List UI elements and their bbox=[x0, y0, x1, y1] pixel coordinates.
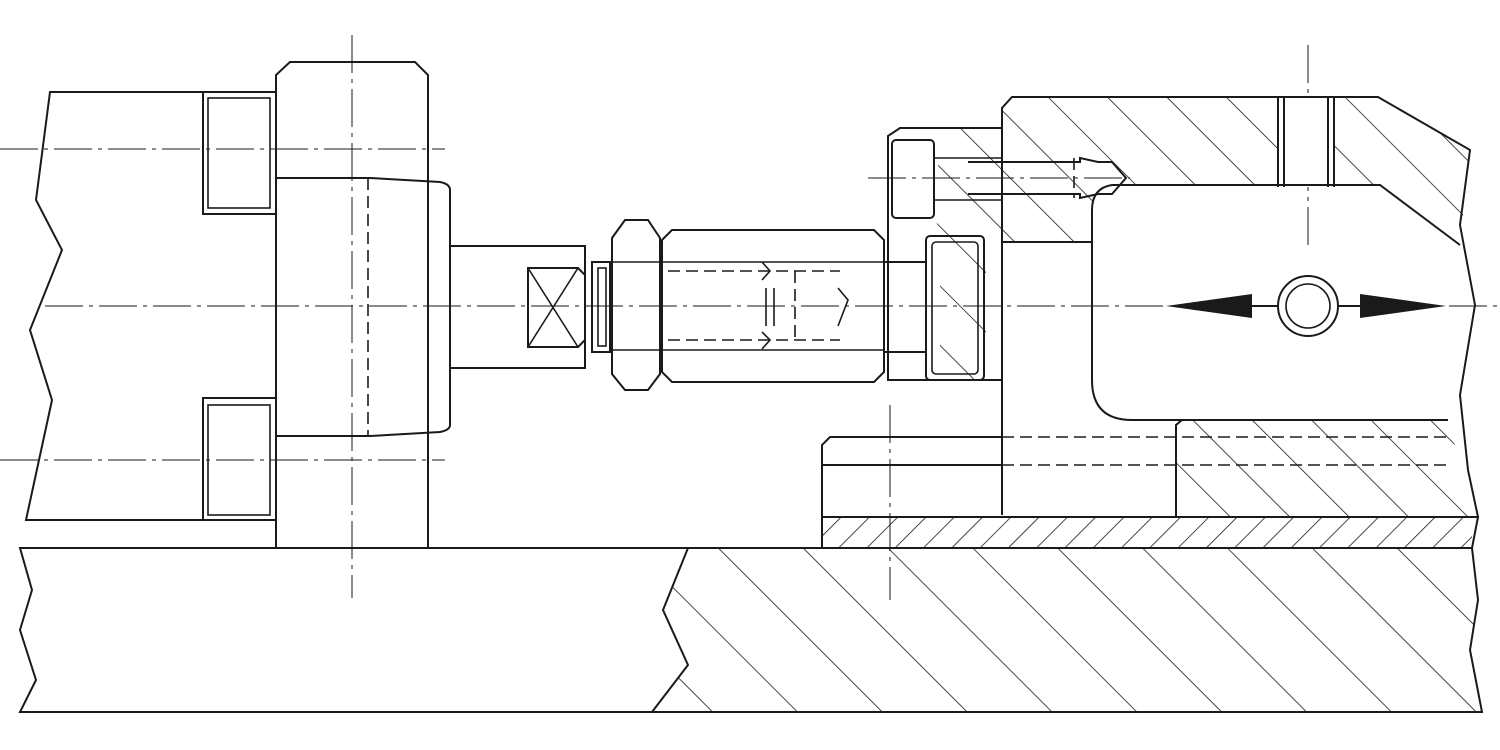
clamp-block bbox=[887, 127, 1003, 381]
gib-strip bbox=[821, 516, 1480, 549]
motion-indicator bbox=[1166, 275, 1446, 337]
vertical-plate bbox=[275, 61, 451, 548]
base-plate bbox=[18, 547, 1484, 713]
stud-assembly bbox=[449, 219, 927, 391]
slide-block bbox=[821, 96, 1479, 518]
